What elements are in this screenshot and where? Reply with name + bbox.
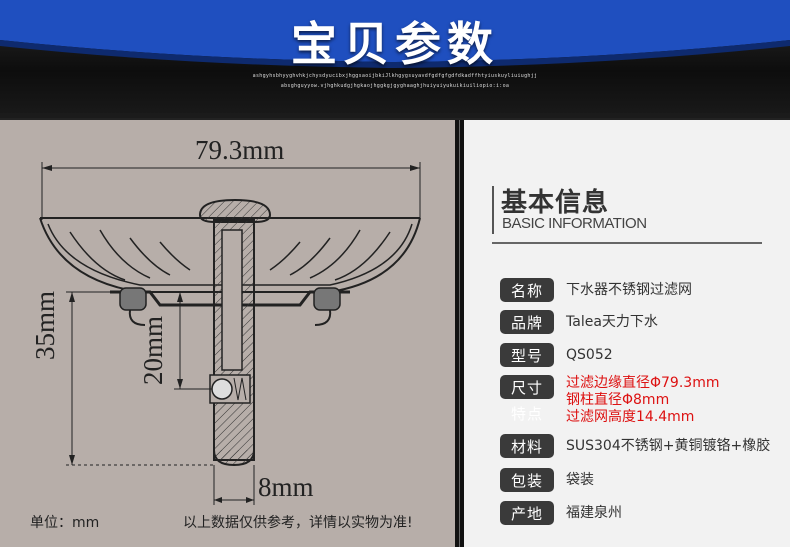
info-label: 包装 [500,468,554,492]
info-title: 基本信息 [501,188,610,218]
height-dimension: 35mm [30,290,60,360]
rod-dimension: 8mm [258,472,314,502]
info-row-name: 名称 下水器不锈钢过滤网 [500,278,692,302]
info-value: QS052 [566,347,613,363]
info-subtitle: BASIC INFORMATION [502,215,647,232]
page-title: 宝贝参数 [291,17,499,71]
header-swoosh [0,0,790,68]
size-line-2: 钢柱直径Φ8mm [566,392,670,408]
width-dimension: 79.3mm [195,135,285,165]
size-line-1: 过滤边缘直径Φ79.3mm [566,375,720,391]
info-value: 袋装 [566,472,594,488]
disclaimer-note: 以上数据仅供参考，详情以实物为准! [183,515,413,531]
info-row-origin: 产地 福建泉州 [500,501,622,525]
size-line-3: 过滤网高度14.4mm [566,409,695,425]
info-label: 名称 [500,278,554,302]
info-row-package: 包装 袋装 [500,468,594,492]
info-row-size: 尺寸 特点 过滤边缘直径Φ79.3mm 钢柱直径Φ8mm 过滤网高度14.4mm [500,375,719,426]
info-value: 福建泉州 [566,505,622,521]
info-label: 产地 [500,501,554,525]
info-row-model: 型号 QS052 [500,343,613,367]
header-tagline-1: ashgyhsbhyyghvhkjchysdyucibxjhggsaoijbki… [252,73,538,79]
info-label: 尺寸 [500,375,554,399]
info-value: SUS304不锈钢+黄铜镀铬+橡胶 [566,438,771,454]
info-label-secondary: 特点 [510,405,543,423]
header-bottom-bar [0,113,790,118]
unit-label: 单位：mm [30,515,100,531]
info-label: 型号 [500,343,554,367]
info-value-multiline: 过滤边缘直径Φ79.3mm 钢柱直径Φ8mm 过滤网高度14.4mm [566,375,719,426]
info-label: 材料 [500,434,554,458]
header-banner: 宝贝参数 ashgyhsbhyyghvhkjchysdyucibxjhggsao… [0,0,790,118]
header-tagline-2: absghguyyow.vjhghkudgjhgkaojhggkgjgyghaa… [280,83,510,89]
info-label: 品牌 [500,310,554,334]
basic-info-panel: 基本信息 BASIC INFORMATION 名称 下水器不锈钢过滤网 品牌 T… [464,120,790,547]
panel-divider [455,120,464,547]
technical-drawing-panel: 79.3mm 35mm 20mm 8mm 单位：mm 以上数据仅供参考，详情以实… [0,120,455,547]
info-row-material: 材料 SUS304不锈钢+黄铜镀铬+橡胶 [500,434,770,458]
info-row-brand: 品牌 Talea天力下水 [500,310,658,334]
title-bracket [492,186,500,234]
info-value: Talea天力下水 [566,314,658,330]
info-rule [492,242,762,244]
pin-dimension: 20mm [138,315,168,385]
strainer-drawing [39,162,421,505]
info-value: 下水器不锈钢过滤网 [566,282,692,298]
